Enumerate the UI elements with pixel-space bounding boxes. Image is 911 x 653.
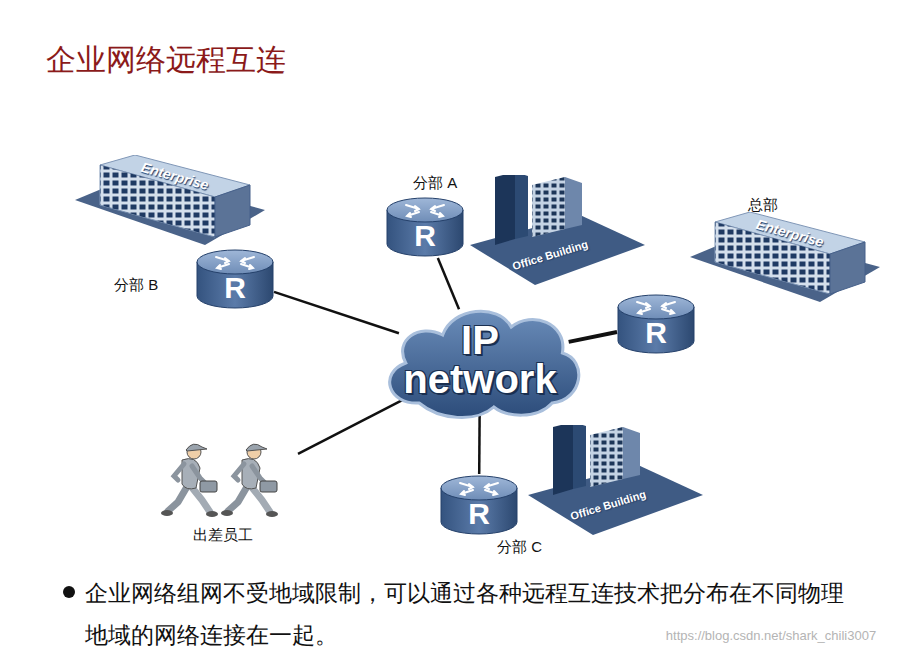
slide-title: 企业网络远程互连: [46, 40, 286, 81]
network-link: [298, 396, 411, 454]
router-letter: R: [440, 499, 518, 529]
router-letter: R: [386, 221, 464, 251]
site-name: 分部 A: [413, 174, 457, 193]
enterprise-building: [690, 212, 880, 302]
watermark: https://blog.csdn.net/shark_chili3007: [666, 628, 876, 643]
router-node: 分部 AR: [386, 196, 464, 258]
network-link: [569, 332, 617, 342]
traveler-label: 出差员工: [148, 526, 298, 545]
site-name: 分部 B: [114, 276, 158, 295]
router-node: 分部 CR: [440, 474, 518, 536]
router-letter: R: [196, 273, 274, 303]
network-link: [274, 292, 399, 333]
bullet-dot: [63, 586, 75, 598]
enterprise-building: [75, 155, 265, 245]
office-building: [528, 422, 703, 535]
site-name: 分部 C: [497, 538, 542, 557]
network-link: [478, 412, 481, 474]
network-cloud: IP network: [373, 295, 588, 425]
network-link: [438, 258, 459, 309]
traveler-node: 出差员工: [148, 440, 298, 545]
traveler-figures: [158, 440, 288, 522]
site-name: 总部: [748, 196, 778, 215]
network-label: IP network: [398, 321, 563, 399]
router-letter: R: [617, 318, 695, 348]
office-building: [470, 172, 645, 285]
router-node: 总部R: [617, 293, 695, 355]
router-node: 分部 BR: [196, 248, 274, 310]
